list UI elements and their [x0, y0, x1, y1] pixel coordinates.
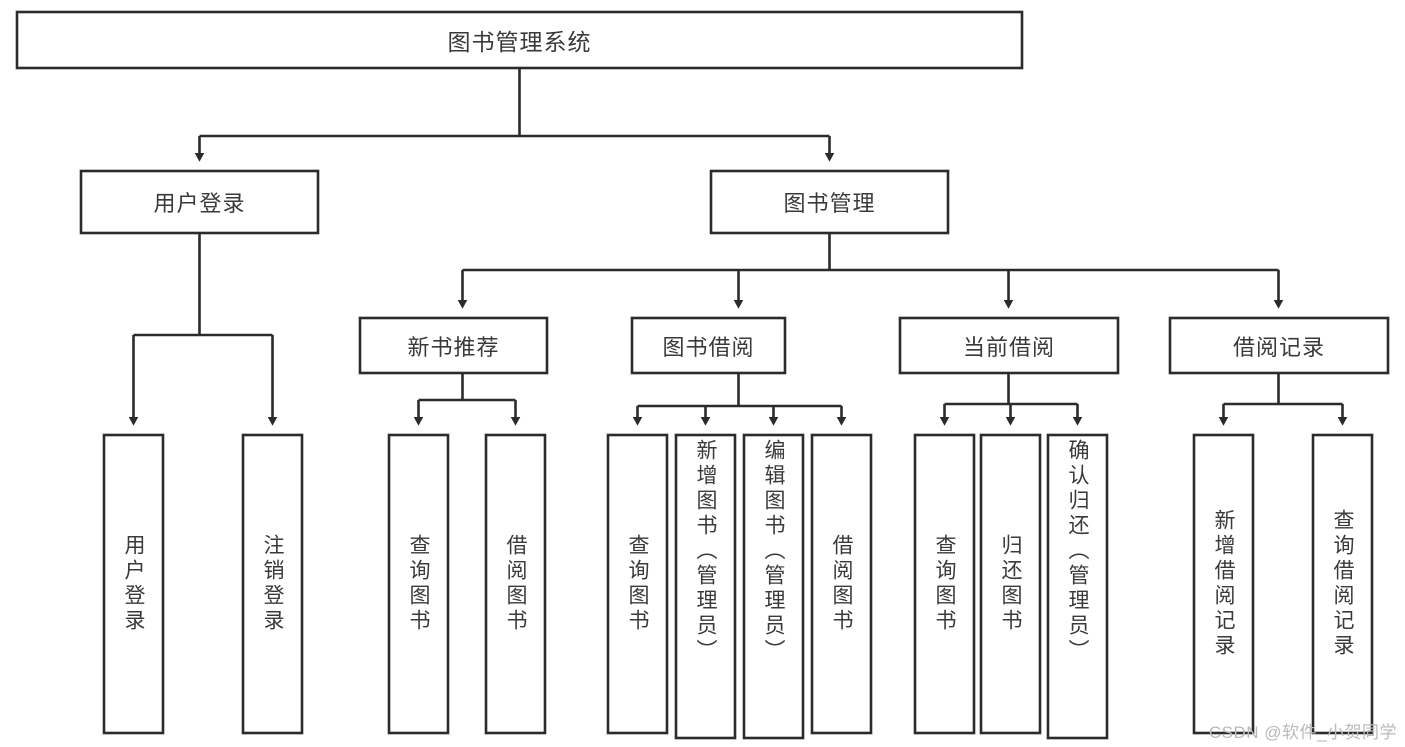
node-box-new-book-recommend[interactable] — [358, 316, 549, 375]
node-box-book-borrow[interactable] — [630, 316, 787, 375]
node-box-leaf-query-book-2[interactable] — [606, 433, 669, 735]
node-box-leaf-confirm-return-admin[interactable] — [1046, 433, 1109, 740]
node-box-book-management[interactable] — [709, 169, 950, 235]
node-box-leaf-query-book-3[interactable] — [913, 433, 976, 735]
node-box-leaf-borrow-book-2[interactable] — [810, 433, 873, 735]
node-box-leaf-user-login[interactable] — [102, 433, 165, 735]
node-box-leaf-logout[interactable] — [241, 433, 304, 735]
connector-group — [128, 68, 1348, 426]
node-box-user-login[interactable] — [79, 169, 320, 235]
node-box-leaf-edit-book-admin[interactable] — [742, 433, 805, 740]
watermark-text: CSDN @软件_小贺同学 — [1208, 723, 1397, 742]
node-box-leaf-add-borrow-record[interactable] — [1192, 433, 1255, 735]
node-box-root[interactable] — [15, 10, 1024, 70]
node-box-group — [15, 10, 1390, 740]
node-box-leaf-borrow-book-1[interactable] — [484, 433, 547, 735]
node-box-leaf-query-borrow-record[interactable] — [1311, 433, 1374, 735]
node-box-leaf-query-book-1[interactable] — [387, 433, 450, 735]
node-box-current-borrow[interactable] — [898, 316, 1120, 375]
node-box-leaf-return-book[interactable] — [979, 433, 1042, 735]
node-box-leaf-add-book-admin[interactable] — [674, 433, 737, 740]
node-box-borrow-record[interactable] — [1168, 316, 1390, 375]
